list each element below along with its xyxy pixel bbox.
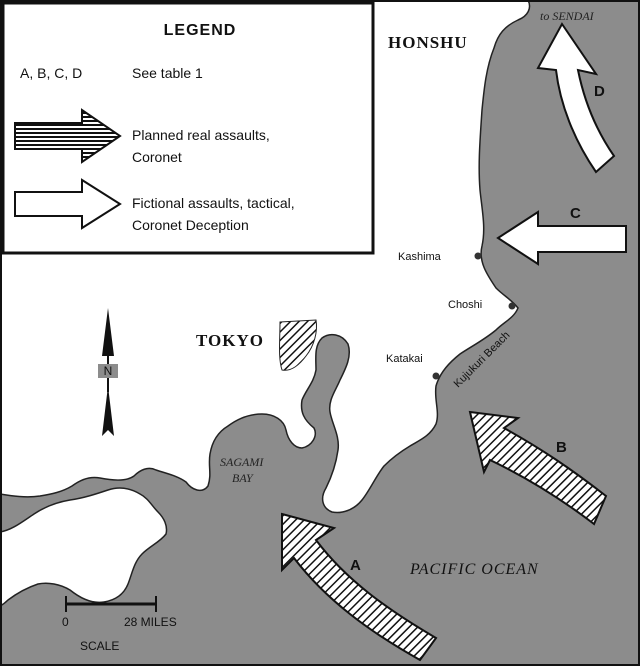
scale-zero: 0 (62, 615, 69, 629)
dot-choshi (508, 302, 516, 310)
arrow-b-icon (468, 410, 608, 526)
label-tokyo: TOKYO (196, 331, 264, 350)
scale-bar: 0 28 MILES SCALE (62, 596, 177, 653)
label-pacific-ocean: PACIFIC OCEAN (409, 561, 539, 578)
label-sendai: to SENDAI (540, 9, 595, 23)
arrow-a-label: A (350, 557, 361, 574)
arrow-b-label: B (556, 439, 567, 456)
scale-label: SCALE (80, 639, 119, 653)
scale-max: 28 MILES (124, 615, 177, 629)
legend-real-arrow-icon (14, 108, 122, 164)
legend-title: LEGEND (164, 22, 237, 39)
label-sagami-1: SAGAMI (220, 455, 264, 469)
land-izu (0, 487, 168, 607)
arrow-a-icon (281, 512, 438, 662)
north-arrow-icon: N (98, 308, 118, 436)
dot-kashima (474, 252, 482, 260)
north-label: N (104, 364, 113, 378)
tokyo-area (279, 319, 317, 371)
label-kashima: Kashima (398, 251, 442, 263)
arrow-d-label: D (594, 83, 605, 100)
legend-fictional-arrow-icon (14, 178, 122, 230)
legend-real-line2: Coronet (132, 149, 182, 165)
label-katakai: Katakai (386, 353, 423, 365)
legend-fict-line2: Coronet Deception (132, 217, 249, 233)
arrow-c-label: C (570, 205, 581, 222)
legend-fict-line1: Fictional assaults, tactical, (132, 195, 295, 211)
label-sagami-2: BAY (232, 471, 254, 485)
dot-katakai (432, 372, 440, 380)
label-choshi: Choshi (448, 299, 482, 311)
label-honshu: HONSHU (388, 33, 468, 52)
legend-key-desc: See table 1 (132, 65, 203, 81)
legend-key-letters: A, B, C, D (20, 65, 82, 81)
arrow-c-icon (496, 210, 627, 266)
legend-box: LEGEND A, B, C, D See table 1 Planned re… (1, 1, 375, 255)
arrow-d-icon (536, 22, 616, 174)
legend-real-line1: Planned real assaults, (132, 127, 270, 143)
